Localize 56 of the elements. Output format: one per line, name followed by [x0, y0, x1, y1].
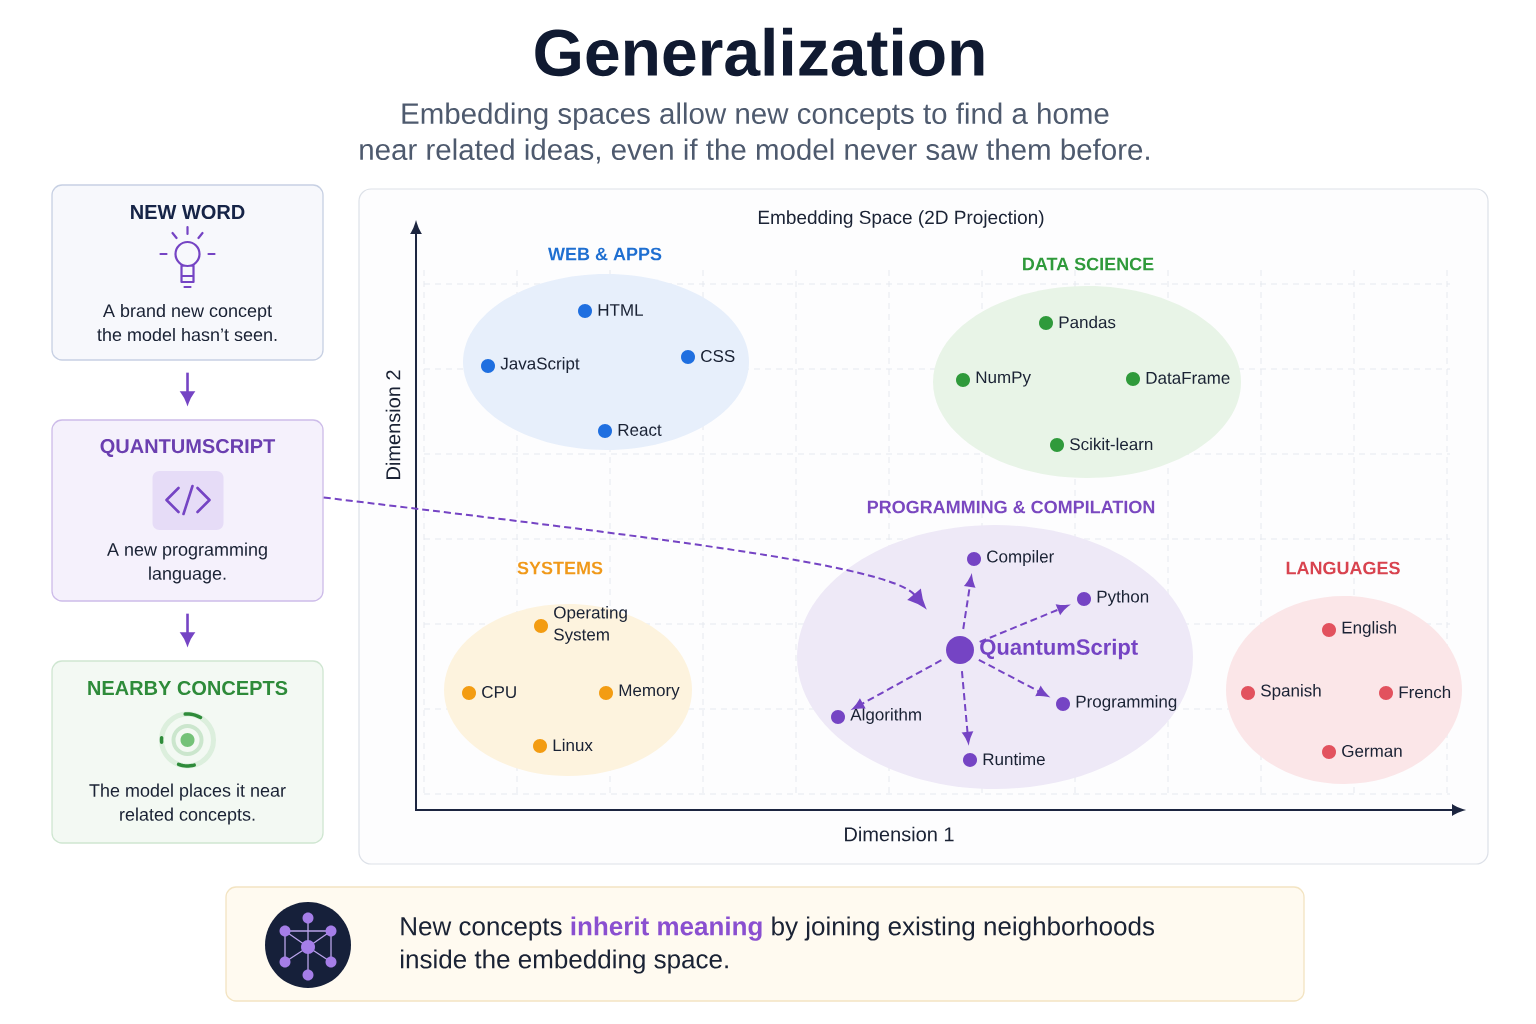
dashed-arrow [978, 604, 1069, 643]
point-label: Algorithm [850, 708, 921, 724]
note-text: New concepts inherit meaning by joining existing neighborhoods inside the embedding space. [401, 916, 1155, 974]
dashed-arrow [852, 659, 943, 710]
cluster-region [444, 561, 692, 776]
point-label: Scikit-learn [1070, 437, 1153, 451]
card-text: A brand new concept the model hasn’t seen. [97, 303, 277, 342]
note-box [225, 886, 1305, 1002]
point-label: HTML [598, 304, 643, 316]
point-label: German [1342, 744, 1402, 757]
dashed-arrow [962, 575, 975, 630]
point-label: Programming [1076, 695, 1177, 711]
dashed-arrow [322, 496, 926, 608]
point-label: Linux [553, 738, 593, 752]
cluster-heading: LANGUAGES [1286, 561, 1400, 575]
cluster-heading: DATA SCIENCE [1023, 257, 1154, 271]
point-label: NumPy [976, 371, 1031, 387]
point-label: French [1399, 685, 1451, 699]
point-label: Pandas [1059, 315, 1116, 329]
cluster-region [933, 257, 1241, 478]
card-heading: QUANTUMSCRIPT [100, 439, 276, 457]
concept-card [51, 184, 324, 361]
arrow [181, 372, 195, 404]
point-label: CPU [482, 685, 516, 698]
cluster-region [797, 500, 1193, 789]
point-label: Python [1097, 590, 1149, 606]
cluster-heading: SYSTEMS [517, 561, 603, 575]
dashed-arrow [960, 670, 973, 744]
point-label: Compiler [987, 550, 1054, 566]
cluster-heading: WEB & APPS [548, 247, 662, 261]
dashed-arrow [977, 658, 1049, 697]
point-label: Spanish [1261, 684, 1321, 700]
point-label: QuantumScript [980, 638, 1138, 660]
point-label: React [618, 424, 662, 436]
point-label: JavaScript [500, 357, 580, 373]
panel-title: Embedding Space (2D Projection) [758, 210, 1044, 228]
point-label: Operating System [554, 606, 627, 644]
axis-label: Dimension 1 [845, 826, 954, 842]
point-label: Memory [619, 684, 680, 700]
card-text: The model places it near related concepts. [89, 783, 286, 825]
cluster-heading: PROGRAMMING & COMPILATION [867, 500, 1155, 514]
card-heading: NEW WORD [131, 204, 245, 220]
point-label: English [1342, 621, 1396, 637]
point-label: Runtime [983, 752, 1045, 766]
card-heading: NEARBY CONCEPTS [88, 680, 288, 696]
subtitle: Embedding spaces allow new concepts to find a home near related ideas, even if the model never saw them before. [360, 102, 1149, 164]
point-label: DataFrame [1146, 372, 1230, 384]
concept-card [51, 660, 324, 844]
title: Generalization [535, 27, 984, 77]
point-label: CSS [701, 349, 735, 362]
arrow [181, 613, 195, 645]
axis-label: Dimension 2 [385, 370, 401, 479]
cluster-region [1226, 561, 1462, 784]
card-text: A new programming language. [107, 542, 267, 584]
concept-card [51, 419, 324, 602]
cluster-region [463, 247, 749, 450]
